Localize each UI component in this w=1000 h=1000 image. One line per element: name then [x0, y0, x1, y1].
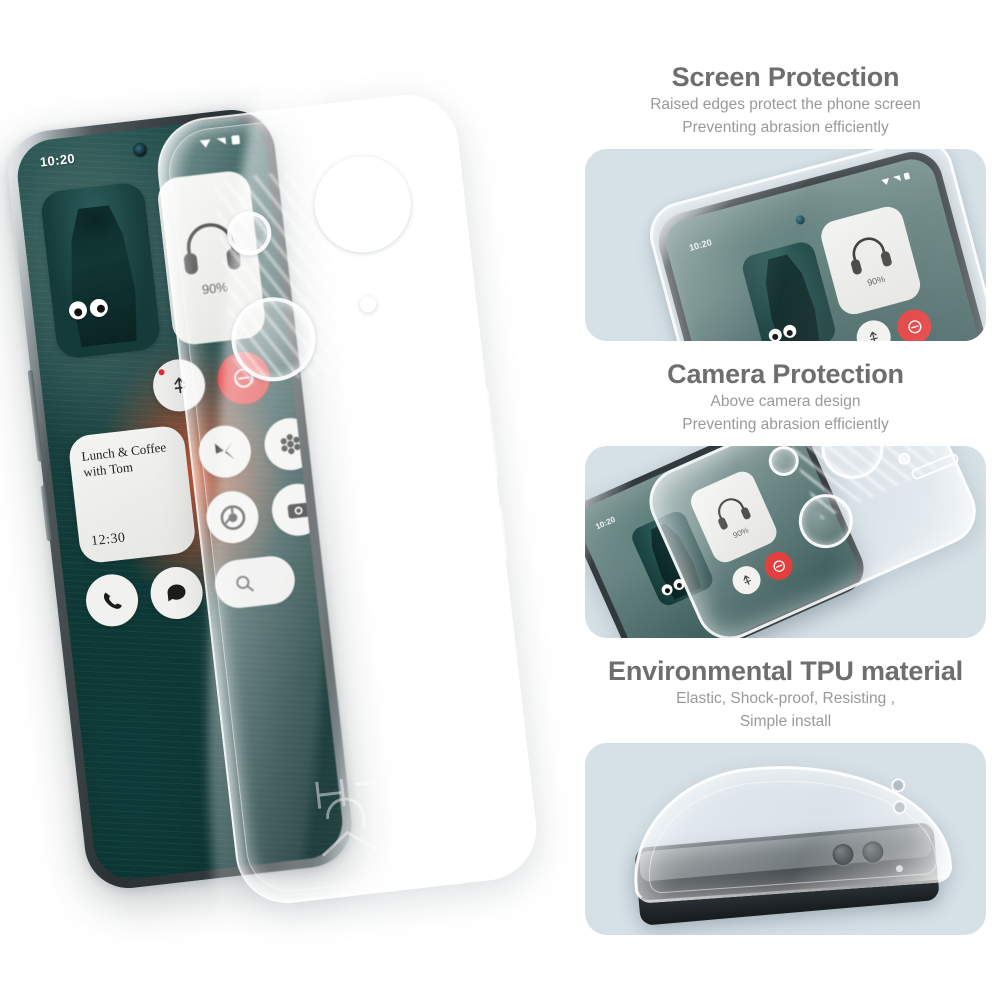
wifi-icon [892, 175, 902, 181]
feature-subtitle-line-2: Preventing abrasion efficiently [682, 415, 889, 433]
camera-cutout-medium [892, 799, 908, 815]
feature-subtitle-line-2: Simple install [739, 712, 832, 730]
hero-stage: 10:20 [0, 0, 575, 1000]
feature-subtitle-line-1: Above camera design [710, 393, 861, 411]
calendar-time: 12:30 [90, 530, 127, 550]
eye-left-icon [68, 300, 88, 321]
panel1-phone: 10:20 [651, 148, 986, 341]
camera-protection-photo: 10:20 [585, 445, 986, 638]
panel1-headphones-widget: 90% [817, 203, 924, 318]
feature-screen-protection: Screen Protection Raised edges protect t… [585, 62, 986, 341]
feature-subtitle-line-1: Raised edges protect the phone screen [650, 96, 921, 114]
battery-icon [903, 172, 911, 180]
notification-dot-icon [158, 368, 165, 376]
feature-column: Screen Protection Raised edges protect t… [575, 0, 1000, 1000]
panel1-status-icons [881, 171, 911, 186]
phone-icon [103, 592, 122, 609]
screen-protection-photo: 10:20 [585, 148, 986, 341]
panel1-assistant-button [852, 316, 895, 341]
signal-icon [881, 177, 889, 185]
feature-title: Camera Protection [667, 358, 904, 389]
minus-circle-icon [907, 319, 921, 333]
photo-widget[interactable] [39, 181, 162, 360]
tpu-flexibility-photo [585, 742, 986, 935]
cursor-icon [869, 331, 878, 341]
feature-subtitle-line-1: Elastic, Shock-proof, Resisting , [676, 690, 895, 708]
panel1-end-call-button [893, 305, 936, 341]
panel3-bending-case [626, 753, 954, 904]
eye-right-icon [88, 297, 109, 318]
calendar-title: Lunch & Coffee with Tom [80, 439, 167, 480]
panel1-action-buttons [852, 305, 936, 341]
app-icon-messages[interactable] [147, 564, 206, 622]
feature-title: Environmental TPU material [608, 655, 963, 686]
panel1-case-raised-edge [642, 148, 986, 341]
feature-subtitle-line-2: Preventing abrasion efficiently [682, 119, 889, 137]
calendar-widget[interactable]: Lunch & Coffee with Tom 12:30 [67, 424, 198, 565]
hero-product-photo: 10:20 [0, 0, 575, 1000]
panel2-status-time: 10:20 [594, 514, 617, 532]
panel1-screen: 10:20 [660, 153, 984, 341]
chat-icon [167, 584, 186, 602]
feature-camera-protection: Camera Protection Above camera design Pr… [585, 359, 986, 638]
app-icon-phone[interactable] [83, 571, 141, 630]
cursor-icon [173, 377, 185, 393]
camera-cutout-large [890, 777, 906, 793]
assistant-button[interactable] [150, 356, 208, 415]
panel3-camera-cutouts [890, 777, 908, 815]
feature-tpu-material: Environmental TPU material Elastic, Shoc… [585, 656, 986, 935]
photo-subject [55, 203, 147, 349]
feature-title: Screen Protection [671, 62, 900, 92]
status-time: 10:20 [39, 150, 76, 170]
headphones-icon [850, 236, 892, 274]
